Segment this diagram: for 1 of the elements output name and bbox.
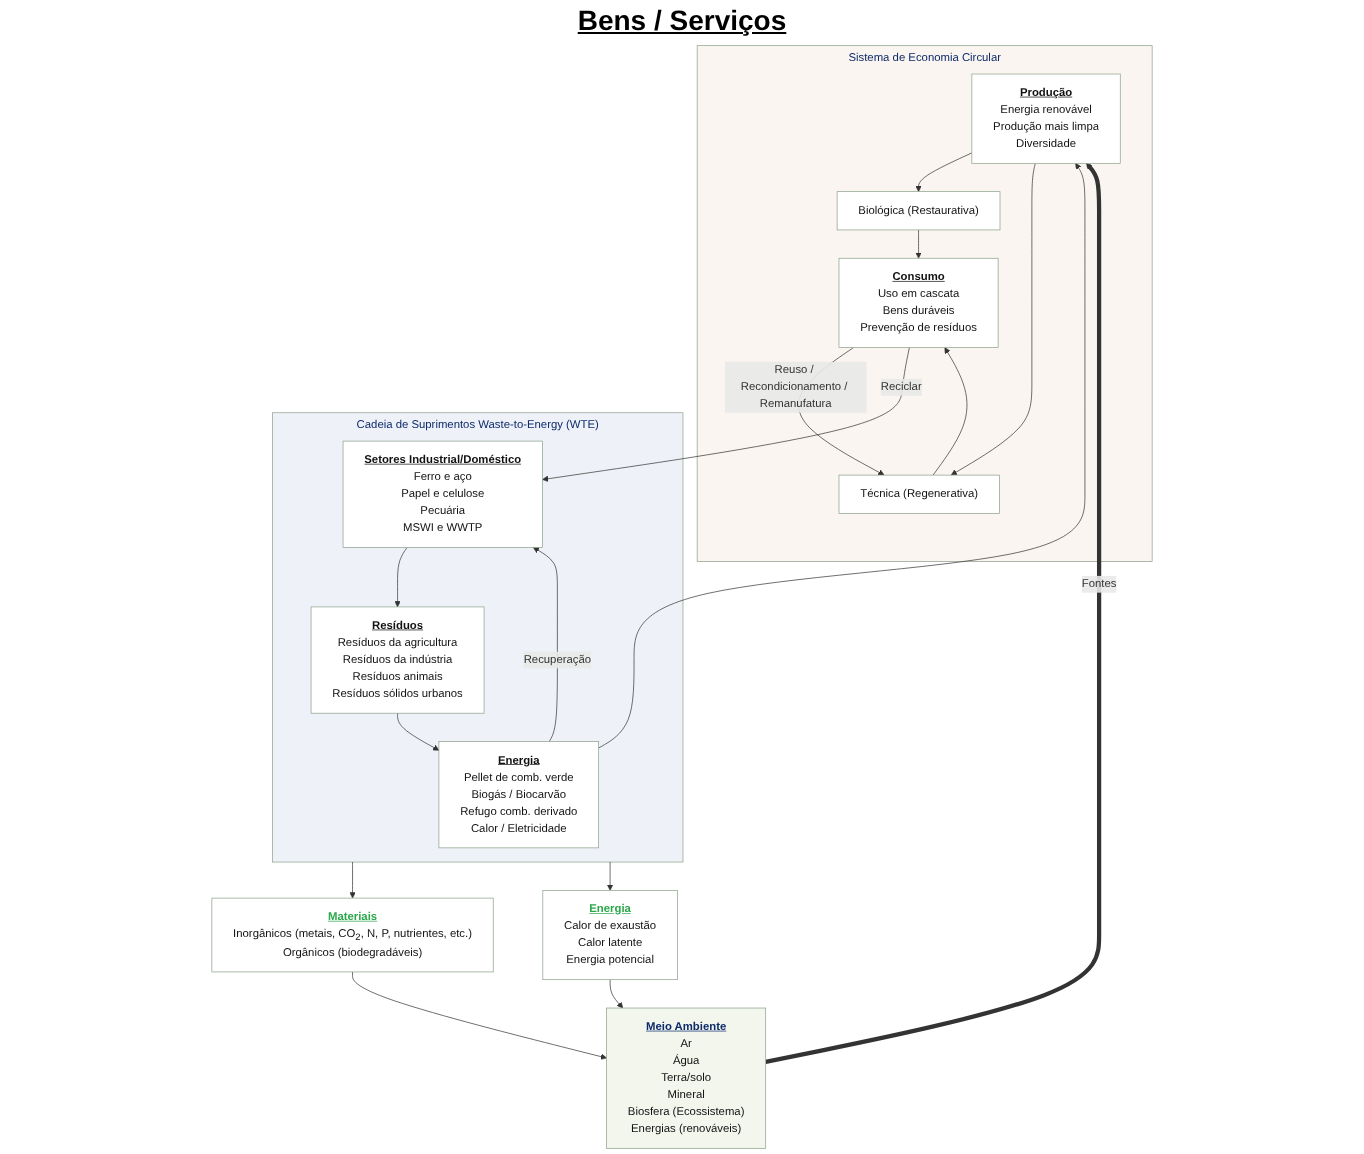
section-heading: Bens / Serviços bbox=[577, 4, 787, 36]
